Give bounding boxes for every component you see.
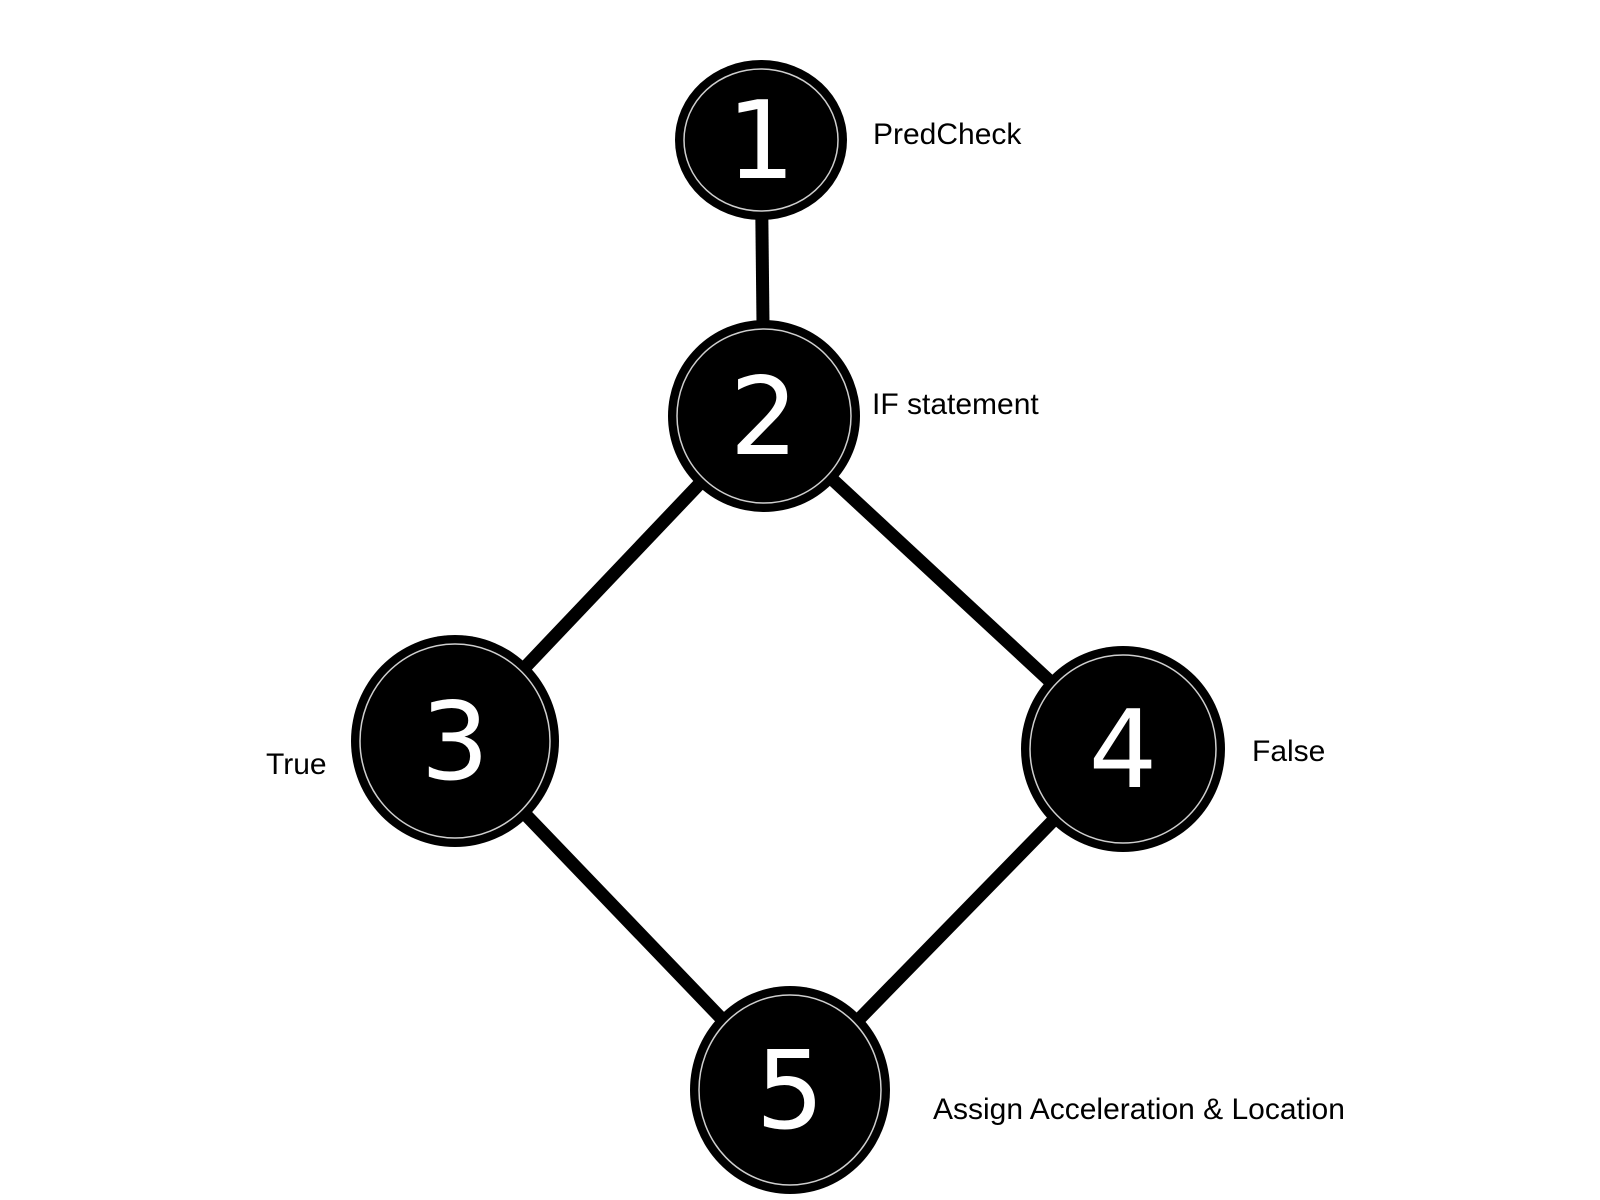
node-2-circle	[668, 320, 860, 512]
node-3-circle	[351, 635, 559, 847]
node-3-label: True	[266, 748, 327, 781]
node-1-label: PredCheck	[873, 118, 1022, 151]
node-1-circle	[675, 60, 847, 220]
node-5-ring	[698, 994, 882, 1186]
node-4-number: 4	[1089, 688, 1158, 813]
node-5-circle	[690, 986, 890, 1194]
node-5-number: 5	[756, 1029, 825, 1154]
node-4-label: False	[1252, 735, 1326, 768]
node-2-number: 2	[730, 355, 799, 480]
node-1: 1	[675, 60, 847, 220]
node-2-ring	[676, 328, 852, 504]
node-1-number: 1	[727, 79, 796, 204]
node-4-ring	[1029, 654, 1217, 844]
node-2-label: IF statement	[872, 388, 1039, 421]
node-3-ring	[359, 643, 551, 839]
node-3-number: 3	[421, 680, 490, 805]
node-4-circle	[1021, 646, 1225, 852]
edge-layer	[450, 139, 1128, 1095]
node-3: 3	[351, 635, 559, 847]
node-4: 4	[1021, 646, 1225, 852]
node-5-label: Assign Acceleration & Location	[933, 1093, 1345, 1126]
node-layer: 1 2 3 4 5	[351, 60, 1225, 1194]
node-5: 5	[690, 986, 890, 1194]
node-1-ring	[683, 68, 839, 212]
node-2: 2	[668, 320, 860, 512]
